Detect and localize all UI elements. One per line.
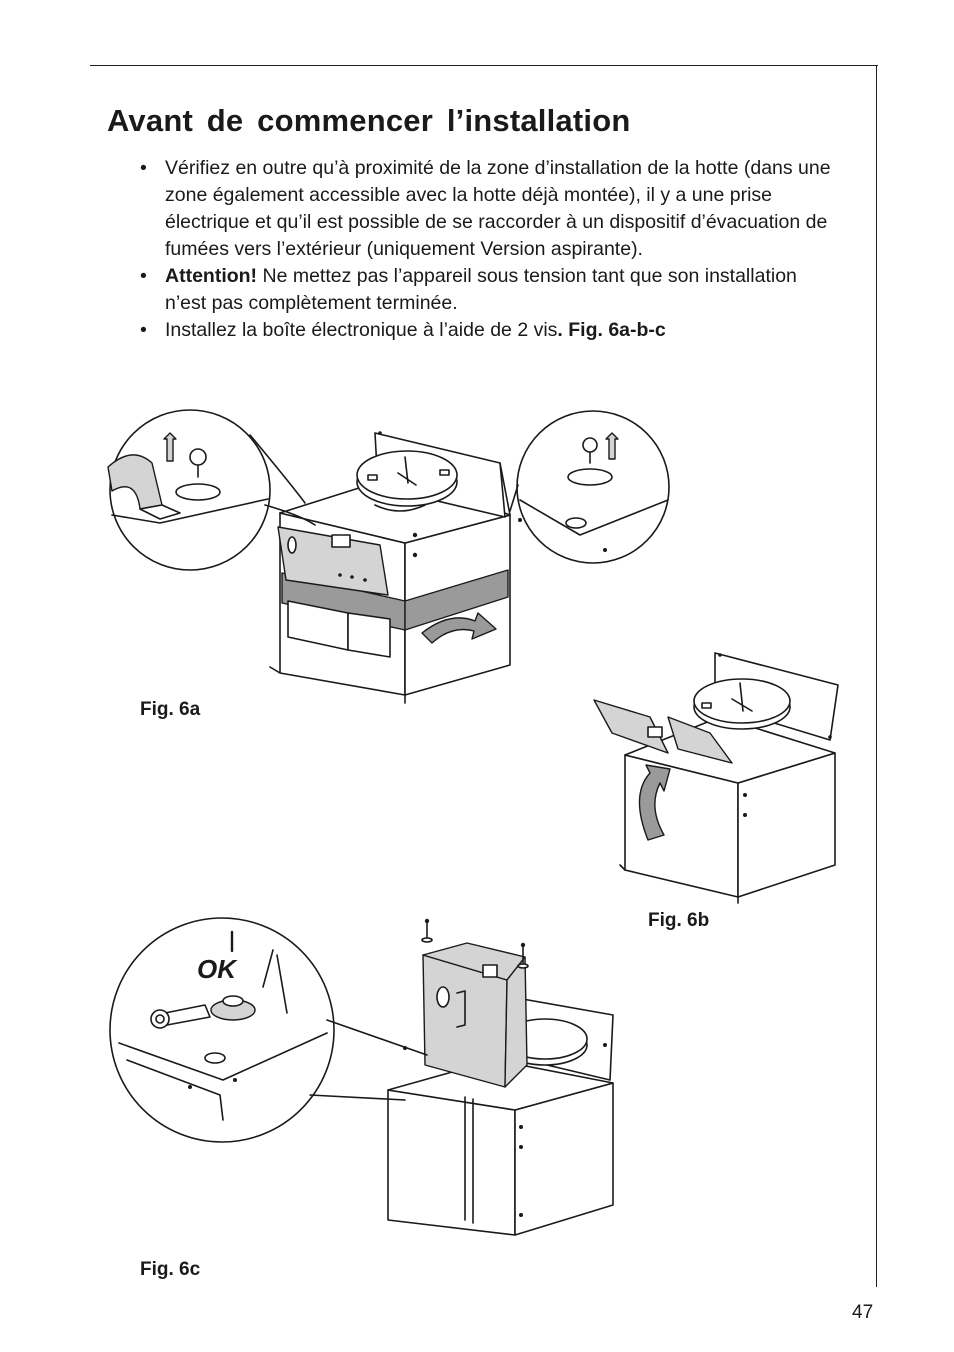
- top-rule: [90, 65, 878, 66]
- figure-6c-label: Fig. 6c: [140, 1259, 201, 1280]
- figure-6a-label: Fig. 6a: [140, 699, 201, 720]
- list-item: Attention! Ne mettez pas l’appareil sous…: [140, 263, 840, 317]
- list-item: Vérifiez en outre qu’à proximité de la z…: [140, 155, 840, 263]
- bullet-text: Vérifiez en outre qu’à proximité de la z…: [165, 157, 831, 260]
- bullet-suffix: . Fig. 6a-b-c: [557, 319, 666, 341]
- list-item: Installez la boîte électronique à l’aide…: [140, 317, 840, 344]
- figure-6c-illustration: [109, 917, 614, 1236]
- bullet-strong: Attention!: [165, 265, 258, 287]
- ok-label: OK: [197, 954, 236, 984]
- bullet-text: Ne mettez pas l’appareil sous tension ta…: [165, 265, 797, 314]
- figure-6a-illustration: [107, 409, 670, 704]
- right-rule: [876, 65, 877, 1287]
- bullet-text: Installez la boîte électronique à l’aide…: [165, 319, 558, 341]
- page-title: Avant de commencer l’installation: [107, 103, 631, 138]
- figure-6b-illustration: [593, 652, 839, 904]
- page-number: 47: [852, 1302, 874, 1323]
- figure-6b-label: Fig. 6b: [648, 910, 710, 931]
- instruction-list: Vérifiez en outre qu’à proximité de la z…: [140, 155, 840, 344]
